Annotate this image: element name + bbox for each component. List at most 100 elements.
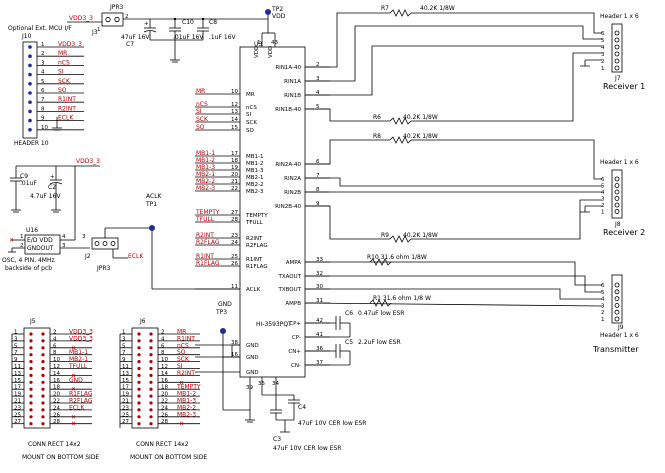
u3-right-pin-num: 32: [316, 271, 323, 277]
u3-right-pin-name: RIN2B-40: [275, 204, 301, 210]
u3-right-pin-num: 6: [316, 159, 320, 165]
header-pin-num: 6: [601, 31, 605, 37]
header-pin-num: 4: [601, 45, 605, 51]
header-pin-socket[interactable]: [614, 196, 620, 201]
header-pin-socket[interactable]: [614, 183, 620, 188]
u3-left-pin-num: 26: [231, 261, 238, 267]
header-pin-socket[interactable]: [614, 316, 620, 322]
conn-right-dot: [149, 422, 153, 426]
header-pin-socket[interactable]: [614, 209, 620, 214]
conn-left-num: 1: [14, 330, 18, 336]
u3-left-pin-num: 11: [231, 284, 238, 290]
conn-left-num: 21: [14, 399, 21, 405]
header-pin-socket[interactable]: [614, 176, 620, 182]
header-pin-socket[interactable]: [614, 58, 620, 64]
c7-ref: C7: [126, 41, 134, 48]
conn-left-num: 9: [14, 357, 18, 363]
j5-body: [23, 327, 51, 429]
j10-net: ECLK: [58, 115, 74, 122]
header-pin-socket[interactable]: [614, 309, 620, 315]
j3-jumper[interactable]: [101, 12, 124, 27]
u3-right-pin-num: 36: [316, 346, 323, 352]
c8-value: .1uF 16V: [209, 34, 237, 41]
c10-value: .01uF 16V: [173, 34, 204, 41]
j2-jumper[interactable]: [91, 237, 119, 250]
svg-text:3: 3: [62, 243, 66, 249]
conn-right-dot: [41, 346, 45, 350]
u3-left-pin-num: 27: [231, 210, 238, 216]
tp2-testpoint[interactable]: [265, 9, 271, 15]
j10-pin-num: 4: [41, 70, 45, 76]
conn-left-num: 7: [122, 350, 126, 356]
eclk-net: ECLK: [128, 253, 144, 260]
u3-left-pin-name: MB2-2: [246, 182, 264, 188]
conn-left-dot: [29, 339, 33, 343]
conn-right-dot: [41, 360, 45, 364]
power-section: JPR3 VDD3_3 1 2 J3 + C10 C8 47uF 16V C7: [67, 4, 286, 63]
conn-right-num: 6: [161, 343, 165, 349]
u3-left-pin-num: 14: [231, 117, 238, 123]
j10-pin-dot: [28, 72, 32, 77]
header-pin-socket[interactable]: [614, 302, 620, 308]
header-pin-socket[interactable]: [614, 51, 620, 57]
u3-right-pin-name: CN-: [291, 363, 301, 369]
header-pin-num: 4: [601, 297, 605, 303]
u3-left-net-label: SCK: [196, 116, 209, 123]
header-pin-socket[interactable]: [614, 44, 620, 50]
conn-left-num: 3: [122, 336, 126, 342]
conn-left-num: 27: [122, 419, 129, 425]
tp1-testpoint[interactable]: [149, 225, 155, 231]
u3-left-pin-name: ACLK: [246, 287, 261, 293]
conn-left-dot: [29, 387, 33, 391]
conn-left-num: 7: [14, 350, 18, 356]
u3-left-pin-num: 15: [231, 125, 238, 131]
j10-pin-num: 9: [41, 116, 45, 122]
r1-label: R1 31.6 ohm 1/8 W: [373, 295, 431, 302]
c3-ref: C3: [273, 436, 281, 443]
u3-body: [239, 46, 306, 378]
conn-left-dot: [29, 415, 33, 419]
conn-left-num: 13: [14, 371, 21, 377]
header-pin-socket[interactable]: [614, 65, 620, 71]
u3-right-pin-num: 41: [316, 332, 323, 338]
header-pin-socket[interactable]: [614, 289, 620, 295]
j10-pin-dot: [28, 82, 32, 86]
conn-left-num: 11: [14, 364, 21, 370]
header-pin-socket[interactable]: [614, 202, 620, 208]
u3-right-pin-num: 37: [316, 360, 323, 366]
u3-right-pin-name: TXAOUT: [277, 274, 301, 280]
conn-right-net: SO: [177, 349, 186, 356]
conn-right-num: 14: [161, 371, 168, 377]
u3-right-pin-name: RIN1A: [284, 79, 301, 85]
conn-right-net: R1FLAG: [69, 391, 93, 398]
j10-pin-num: 6: [41, 88, 45, 94]
c6-value: 0.47uF low ESR: [358, 310, 404, 317]
c3-value: 47uF 10V CER low ESR: [273, 445, 341, 452]
header-pin-socket[interactable]: [614, 37, 620, 43]
aclk-label: ACLK: [146, 193, 163, 200]
conn-right-dot: [149, 401, 153, 405]
conn-right-num: 6: [53, 343, 57, 349]
c10-ref: C10: [182, 19, 194, 26]
conn-left-num: 9: [122, 357, 126, 363]
conn-left-dot: [137, 380, 141, 384]
u3-left-net-label: TFULL: [195, 216, 215, 223]
conn-right-net: VDD3_3: [69, 335, 93, 342]
charge-pump-caps: C6 0.47uF low ESR C5 2.2uF low ESR: [305, 310, 404, 366]
header-pin-socket[interactable]: [614, 282, 620, 288]
header-pin-socket[interactable]: [614, 189, 620, 195]
conn-right-net: R2FLAG: [69, 398, 93, 405]
header-pin-socket[interactable]: [614, 30, 620, 36]
header-pin-socket[interactable]: [614, 296, 620, 302]
r8-ref: R8: [373, 133, 381, 140]
u3-left-pin-num: 20: [231, 172, 238, 178]
u3-left-net-label: MB1-2: [196, 157, 215, 164]
svg-text:2: 2: [20, 243, 24, 249]
conn-left-dot: [29, 394, 33, 398]
j3-ref: J3: [91, 29, 98, 36]
j10-pin-num: 5: [41, 79, 45, 85]
tp3-testpoint[interactable]: [220, 328, 226, 334]
u3-right-pin-num: 30: [316, 284, 323, 290]
osc-note: backside of pcb: [5, 265, 52, 272]
conn-right-net: MB1-2: [177, 391, 196, 398]
